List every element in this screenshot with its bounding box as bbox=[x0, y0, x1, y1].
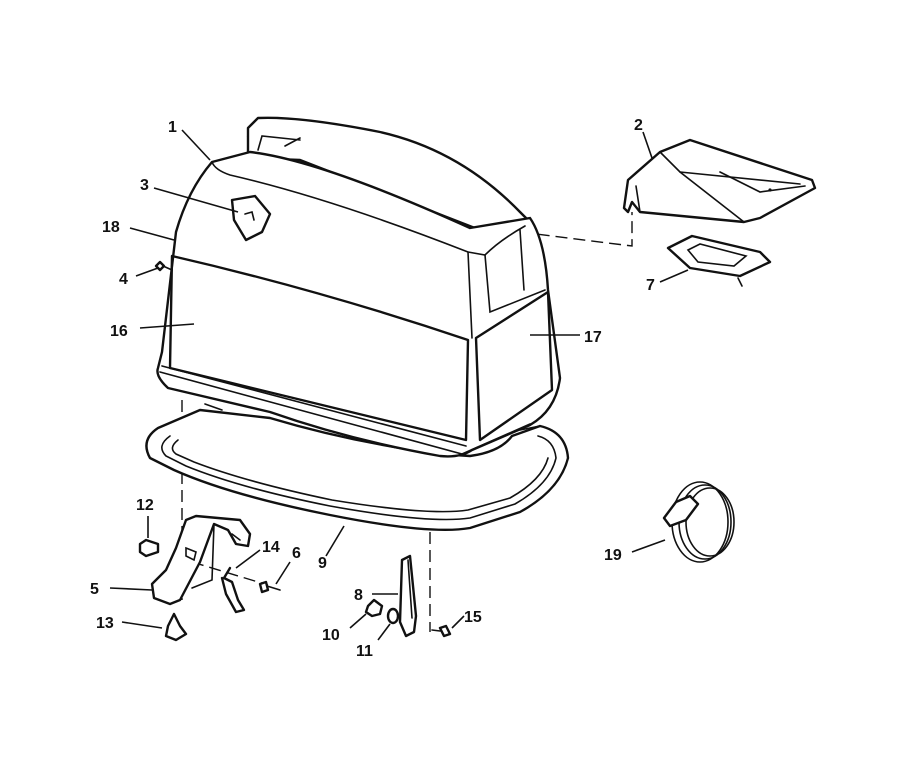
callout-2: 2 bbox=[634, 117, 643, 134]
callout-1: 1 bbox=[168, 119, 177, 136]
callout-7: 7 bbox=[646, 277, 655, 294]
seal-ring bbox=[666, 234, 772, 287]
screw-4 bbox=[154, 260, 173, 272]
callout-6: 6 bbox=[292, 545, 301, 562]
callout-4: 4 bbox=[119, 271, 128, 288]
top-cover bbox=[622, 138, 817, 224]
nut-12 bbox=[138, 538, 160, 558]
callout-8: 8 bbox=[354, 587, 363, 604]
clip-14 bbox=[220, 566, 246, 614]
coiled-cable-19 bbox=[662, 481, 735, 563]
callout-16: 16 bbox=[110, 323, 128, 340]
callout-11: 11 bbox=[356, 643, 373, 660]
bolt-6 bbox=[258, 580, 281, 594]
callout-15: 15 bbox=[464, 609, 482, 626]
bracket-5 bbox=[150, 514, 252, 606]
strap-8 bbox=[398, 554, 418, 638]
callout-19: 19 bbox=[604, 547, 622, 564]
callout-14: 14 bbox=[262, 539, 280, 556]
callout-13: 13 bbox=[96, 615, 114, 632]
leader-lines bbox=[109, 129, 689, 641]
callout-5: 5 bbox=[90, 581, 99, 598]
emblem bbox=[230, 194, 272, 242]
motor-cover bbox=[156, 116, 562, 458]
callout-12: 12 bbox=[136, 497, 154, 514]
callout-9: 9 bbox=[318, 555, 327, 572]
bumper-13 bbox=[164, 612, 188, 642]
callout-17: 17 bbox=[584, 329, 602, 346]
callout-18: 18 bbox=[102, 219, 120, 236]
washer-11 bbox=[386, 607, 400, 625]
callout-labels: 1 2 3 18 4 16 17 7 9 12 5 13 14 6 8 10 1… bbox=[90, 117, 655, 660]
screw-15 bbox=[431, 624, 452, 638]
callout-3: 3 bbox=[140, 177, 149, 194]
nut-10 bbox=[364, 598, 384, 618]
callout-10: 10 bbox=[322, 627, 340, 644]
